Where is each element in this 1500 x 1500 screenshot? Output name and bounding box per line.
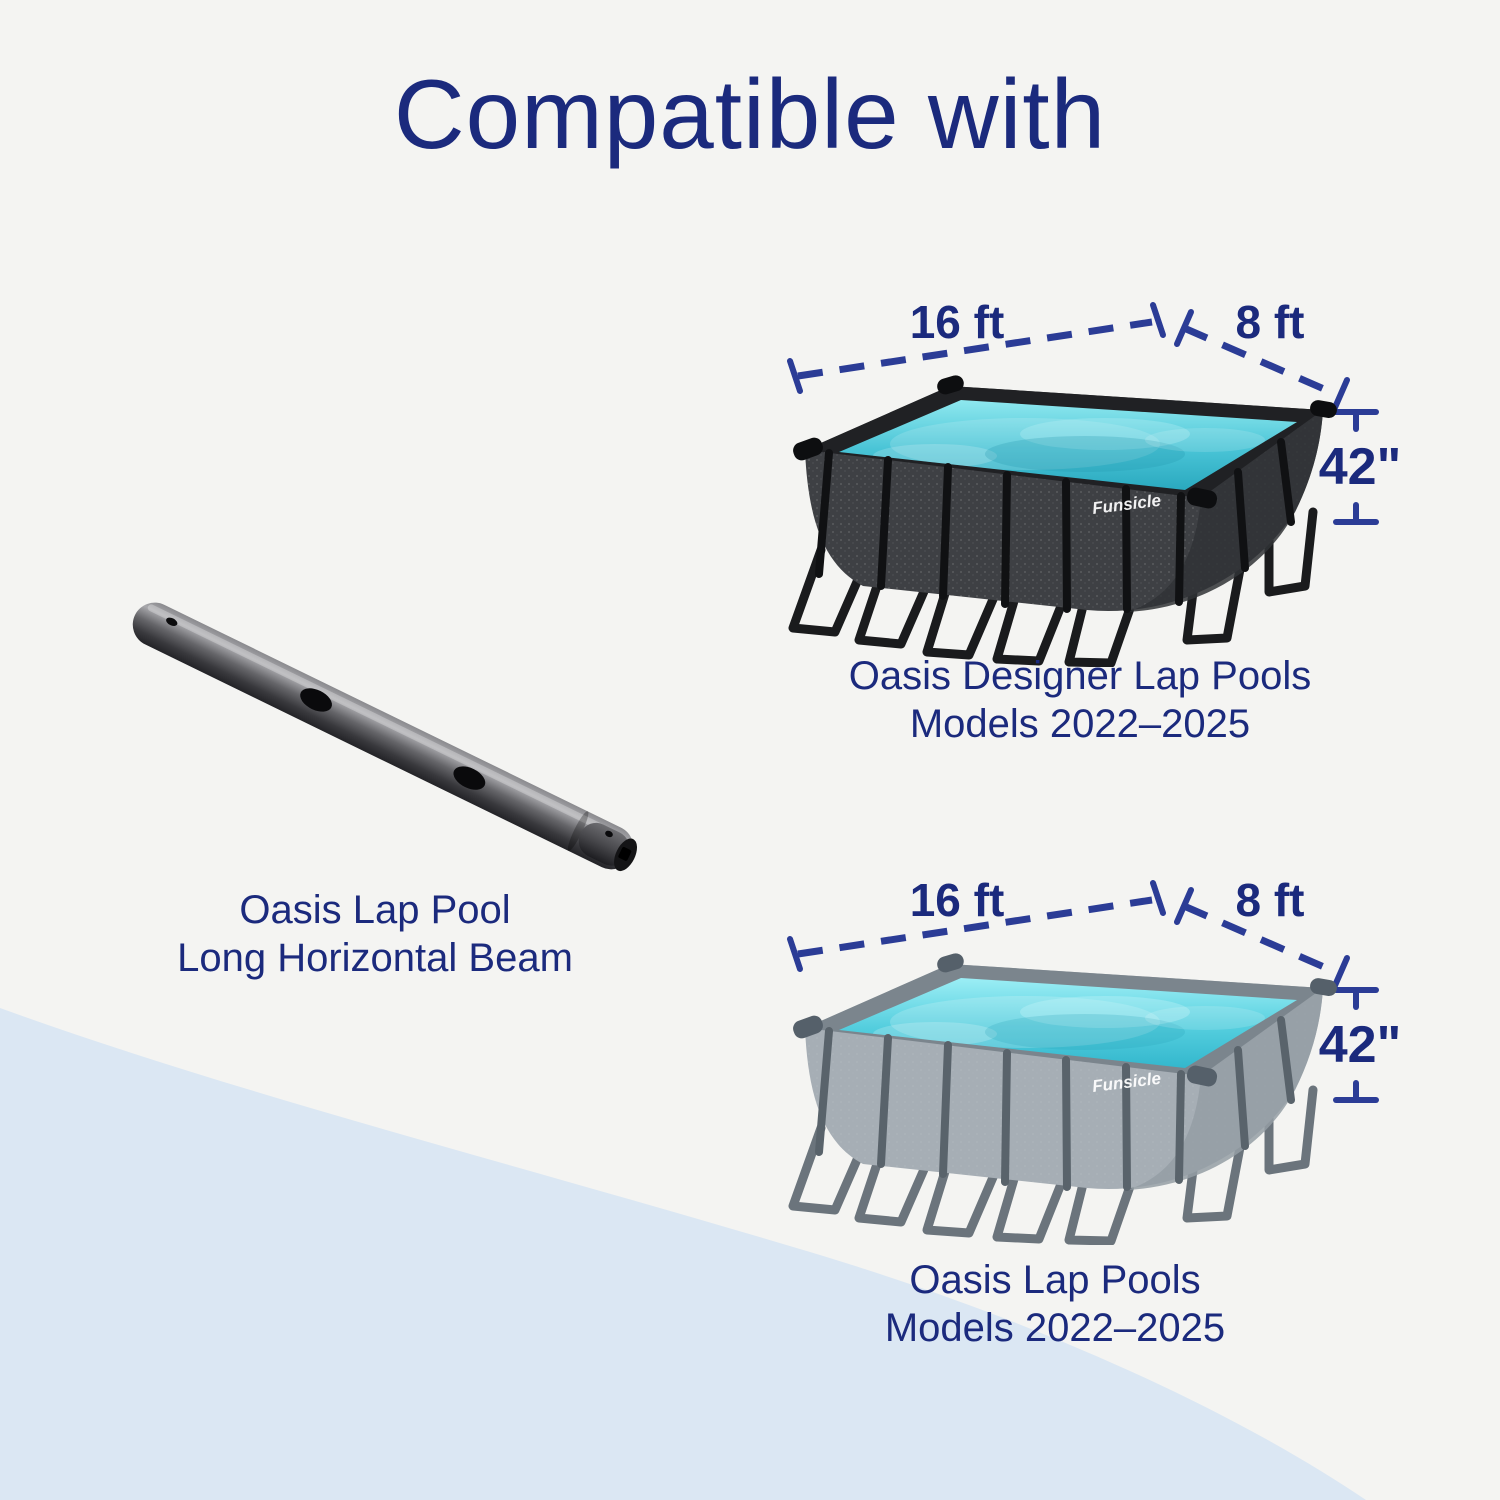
height-dimension-marks	[1333, 409, 1379, 525]
pool-frame-bars	[815, 1016, 1295, 1191]
water-ripples	[873, 996, 1265, 1050]
lap-pool-models: Models 2022–2025	[884, 1306, 1226, 1350]
lap-pool-image: Funsicle	[788, 953, 1337, 1245]
beam-pin-hole	[166, 617, 178, 626]
width-label-pool2: 8 ft	[1236, 874, 1305, 926]
pool-end-face	[1127, 410, 1323, 612]
width-dimension-line	[1182, 324, 1342, 400]
dimension-annotation-pool2: 16 ft 8 ft 42"	[787, 874, 1402, 1103]
pool-frame-bars	[815, 438, 1295, 613]
pool-water	[839, 400, 1297, 490]
length-dimension-line	[797, 896, 1153, 958]
rim-corner-caps	[793, 375, 1337, 509]
designer-pool-models: Models 2022–2025	[909, 702, 1251, 746]
pool-water	[839, 978, 1297, 1068]
wave-background	[0, 1008, 1366, 1500]
lap-pool-caption: Oasis Lap Pools Models 2022–2025	[755, 1256, 1355, 1352]
beam-caption-line2: Long Horizontal Beam	[177, 936, 573, 980]
designer-pool-image: Funsicle	[788, 375, 1337, 667]
water-ripples	[873, 418, 1265, 472]
designer-pool-caption: Oasis Designer Lap Pools Models 2022–202…	[780, 652, 1380, 748]
length-dimension-line	[797, 318, 1153, 380]
designer-pool-name: Oasis Designer Lap Pools	[848, 654, 1312, 698]
beam-hole-2	[453, 766, 486, 790]
height-dimension-marks	[1333, 987, 1379, 1103]
height-label-pool1: 42"	[1319, 438, 1402, 496]
lap-pool-name: Oasis Lap Pools	[909, 1258, 1201, 1302]
rim-corner-caps	[793, 953, 1337, 1087]
beam-caption: Oasis Lap Pool Long Horizontal Beam	[70, 886, 680, 982]
beam-tube	[132, 602, 634, 870]
pool-legs	[788, 507, 1318, 667]
width-label-pool1: 8 ft	[1236, 296, 1305, 348]
height-label-pool2: 42"	[1319, 1016, 1402, 1074]
beam-caption-line1: Oasis Lap Pool	[239, 888, 511, 932]
beam-image	[132, 602, 638, 872]
beam-hole-1	[300, 688, 332, 712]
length-label-pool1: 16 ft	[910, 296, 1005, 348]
width-dimension-line	[1182, 902, 1342, 978]
dimension-annotation-pool1: 16 ft 8 ft 42"	[787, 296, 1402, 525]
pool-end-face	[1127, 988, 1323, 1190]
page-title: Compatible with	[393, 59, 1107, 169]
pool-legs	[788, 1085, 1318, 1245]
length-label-pool2: 16 ft	[910, 874, 1005, 926]
